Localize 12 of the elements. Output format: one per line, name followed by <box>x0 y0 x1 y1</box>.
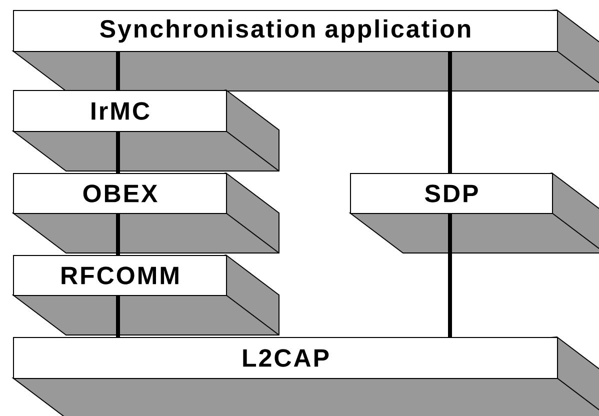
connector-line <box>116 214 120 255</box>
layer-box: OBEX <box>13 173 227 214</box>
layer-box: SDP <box>350 173 553 214</box>
layer-box: IrMC <box>13 90 227 132</box>
layer-box: Synchronisation application <box>13 10 558 52</box>
connector-line <box>116 296 120 337</box>
layer-box: RFCOMM <box>13 255 227 296</box>
connector-line <box>448 52 452 173</box>
connector-line <box>448 214 452 337</box>
layer-box: L2CAP <box>13 337 558 379</box>
connector-line <box>116 132 120 173</box>
connector-line <box>116 52 120 90</box>
